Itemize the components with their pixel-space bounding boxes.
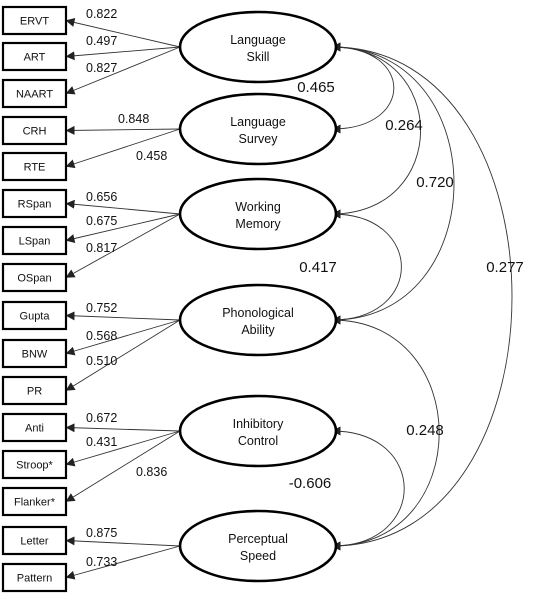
loading-value-lspan: 0.675	[86, 214, 117, 228]
loading-value-rte: 0.458	[136, 149, 167, 163]
indicator-label-flanker: Flanker*	[14, 497, 56, 509]
latent-ellipse-perceptual	[178, 509, 338, 583]
indicator-box-ospan	[1, 262, 68, 293]
indicator-label-ospan: OSpan	[17, 273, 51, 285]
latent-label-lang-skill-line-1: Language	[230, 33, 286, 47]
edge-layer	[65, 18, 513, 580]
indicator-box-ervt	[1, 5, 68, 36]
loading-value-crh: 0.848	[118, 112, 149, 126]
correlation-curve-phonological-perceptual	[331, 315, 440, 551]
latent-label-inhibitory-line-2: Control	[238, 434, 278, 448]
indicator-box-rspan	[1, 188, 68, 219]
latent-label-phonological-line-1: Phonological	[222, 306, 294, 320]
latent-ellipse-lang-skill	[178, 10, 338, 84]
loading-arrow-pattern	[65, 545, 181, 580]
latent-label-inhibitory-line-1: Inhibitory	[233, 417, 284, 431]
indicator-box-anti	[1, 412, 68, 443]
indicator-box-gupta	[1, 300, 68, 331]
node-layer: ERVT ART NAART CRH RTE RSpanLSpanOSpanGuptaBN…	[1, 5, 338, 593]
loading-value-anti: 0.672	[86, 411, 117, 425]
correlation-value-lang-skill-phonological: 0.720	[416, 174, 454, 191]
loading-value-ospan: 0.817	[86, 241, 117, 255]
correlation-value-lang-skill-lang-survey: 0.465	[297, 79, 335, 96]
loading-arrow-art	[65, 46, 181, 61]
loading-arrow-flanker	[65, 430, 181, 502]
latent-ellipse-phonological	[178, 283, 338, 357]
loading-arrow-ospan	[65, 213, 181, 278]
loading-value-naart: 0.827	[86, 61, 117, 75]
loading-arrow-gupta	[65, 311, 181, 321]
correlation-value-lang-skill-working-memory: 0.264	[385, 117, 423, 134]
indicator-label-art: ART	[24, 52, 46, 64]
latent-ellipse-inhibitory	[178, 394, 338, 468]
indicator-box-letter	[1, 525, 68, 556]
correlation-curve-working-memory-phonological	[331, 209, 402, 325]
loading-value-rspan: 0.656	[86, 190, 117, 204]
indicator-label-ervt: ERVT	[20, 16, 49, 28]
latent-ellipse-working-memory	[178, 177, 338, 251]
loading-value-ervt: 0.822	[86, 7, 117, 21]
latent-label-perceptual-line-1: Perceptual	[228, 532, 288, 546]
loading-arrow-letter	[65, 536, 181, 547]
indicator-box-lspan	[1, 225, 68, 256]
indicator-box-art	[1, 41, 68, 72]
indicator-box-pattern	[1, 562, 68, 593]
indicator-label-stroop: Stroop*	[16, 460, 53, 472]
correlation-curve-lang-skill-working-memory	[331, 42, 421, 219]
latent-label-lang-skill-line-2: Skill	[247, 50, 270, 64]
correlation-value-inhibitory-perceptual: -0.606	[289, 475, 332, 492]
loading-arrow-stroop	[65, 430, 181, 467]
indicator-label-bnw: BNW	[22, 349, 48, 361]
loading-arrow-pr	[65, 319, 181, 391]
loading-value-stroop: 0.431	[86, 435, 117, 449]
indicator-label-crh: CRH	[23, 126, 47, 138]
loading-value-flanker: 0.836	[136, 465, 167, 479]
loading-arrow-rspan	[65, 199, 181, 215]
indicator-label-naart: NAART	[16, 89, 53, 101]
indicator-label-gupta: Gupta	[20, 311, 51, 323]
loading-value-art: 0.497	[86, 34, 117, 48]
correlation-curve-inhibitory-perceptual	[331, 426, 405, 551]
loading-value-pr: 0.510	[86, 354, 117, 368]
loading-arrow-naart	[65, 46, 181, 95]
indicator-label-pr: PR	[27, 386, 42, 398]
indicator-label-lspan: LSpan	[19, 236, 51, 248]
indicator-box-rte	[1, 151, 68, 182]
loading-arrow-rte	[65, 128, 181, 169]
indicator-box-pr	[1, 375, 68, 406]
latent-ellipse-lang-survey	[178, 92, 338, 166]
latent-label-lang-survey-line-2: Survey	[239, 132, 279, 146]
loading-arrow-lspan	[65, 213, 181, 243]
indicator-box-bnw	[1, 338, 68, 369]
indicator-box-flanker	[1, 486, 68, 517]
latent-label-working-memory-line-1: Working	[235, 200, 281, 214]
loading-arrow-ervt	[65, 18, 181, 48]
correlation-value-phonological-perceptual: 0.248	[406, 422, 444, 439]
loading-value-letter: 0.875	[86, 526, 117, 540]
label-layer: 0.822 0.497 0.827 0.848 0.458 0.656 0.675 0.817…	[86, 7, 524, 569]
indicator-box-crh	[1, 115, 68, 146]
loading-value-bnw: 0.568	[86, 329, 117, 343]
indicator-box-stroop	[1, 449, 68, 480]
correlation-value-working-memory-phonological: 0.417	[299, 259, 337, 276]
loading-value-pattern: 0.733	[86, 555, 117, 569]
indicator-label-pattern: Pattern	[17, 573, 52, 585]
indicator-label-anti: Anti	[25, 423, 44, 435]
latent-label-phonological-line-2: Ability	[241, 323, 275, 337]
indicator-label-rte: RTE	[24, 162, 46, 174]
loading-arrow-anti	[65, 423, 181, 433]
loading-arrow-bnw	[65, 319, 181, 356]
loading-arrow-crh	[65, 125, 181, 135]
correlation-curve-lang-skill-perceptual	[331, 42, 513, 551]
loading-value-gupta: 0.752	[86, 301, 117, 315]
latent-label-lang-survey-line-1: Language	[230, 115, 286, 129]
indicator-label-letter: Letter	[20, 536, 48, 548]
latent-label-working-memory-line-2: Memory	[235, 217, 281, 231]
indicator-box-naart	[1, 78, 68, 109]
indicator-label-rspan: RSpan	[18, 199, 52, 211]
correlation-value-lang-skill-perceptual: 0.277	[486, 259, 524, 276]
latent-label-perceptual-line-2: Speed	[240, 549, 276, 563]
